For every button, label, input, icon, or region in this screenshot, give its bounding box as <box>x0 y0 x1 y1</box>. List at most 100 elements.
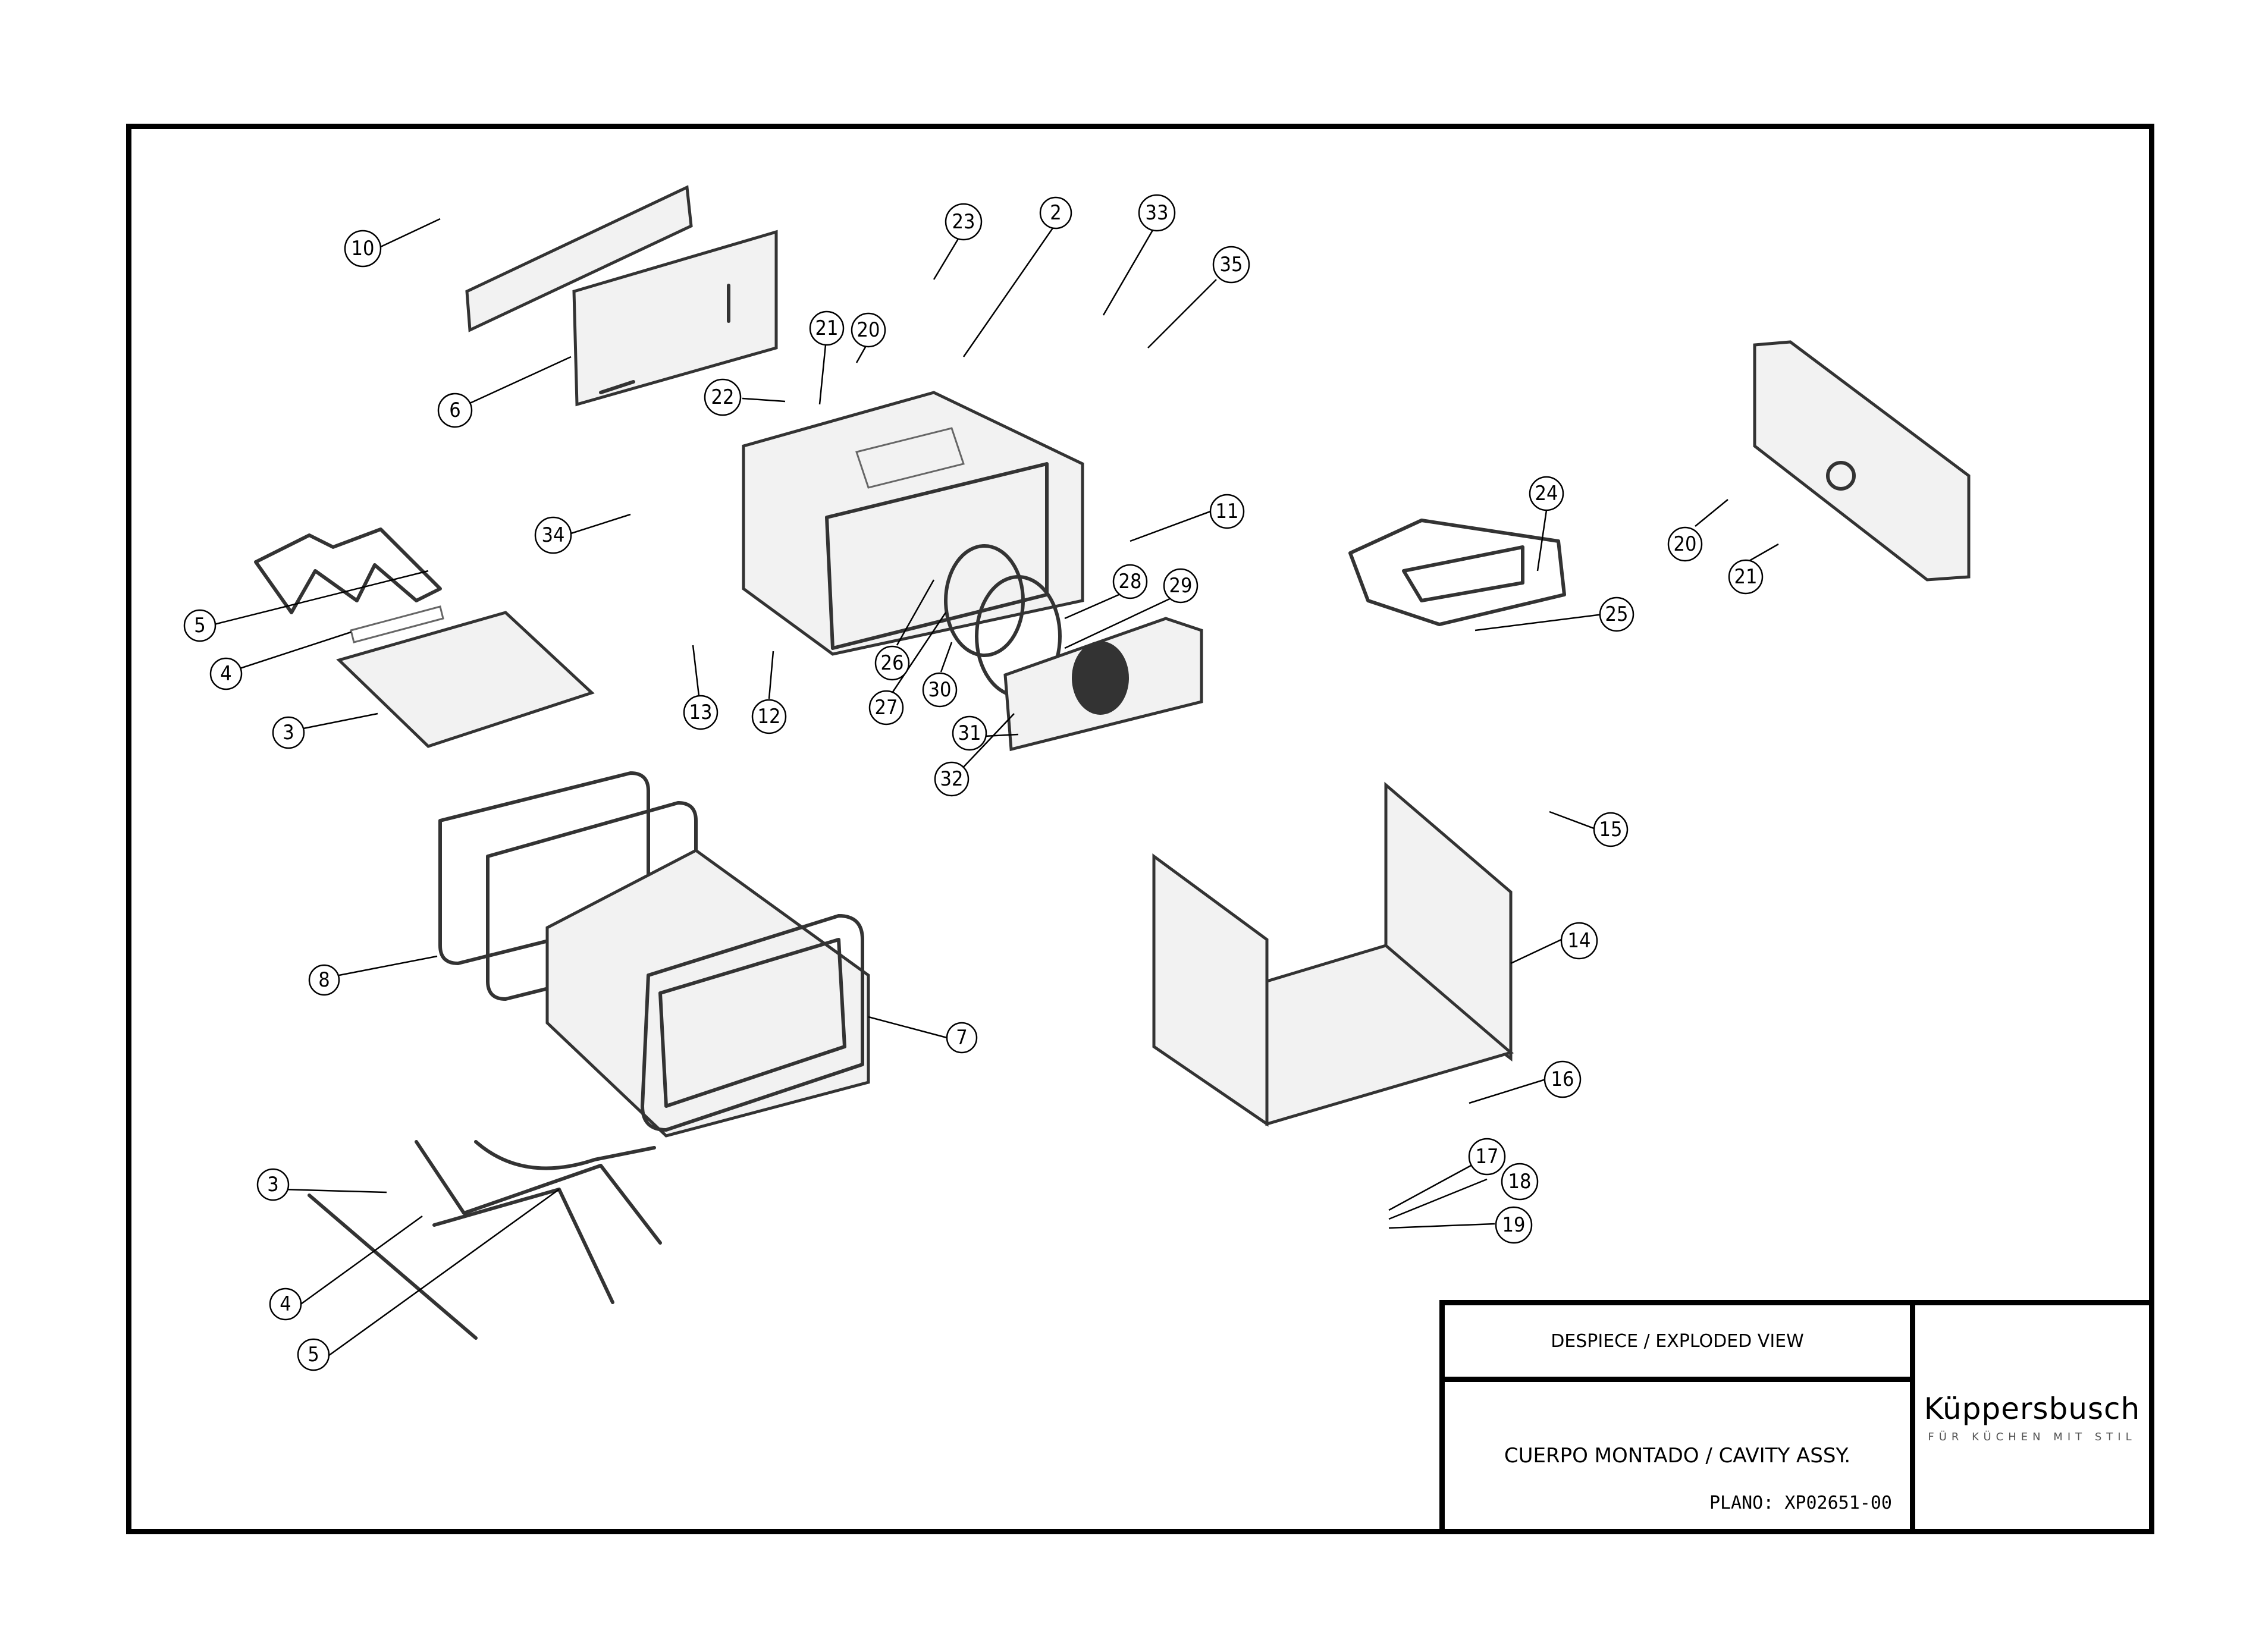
svg-text:4: 4 <box>220 662 231 686</box>
svg-text:28: 28 <box>1119 570 1142 593</box>
callout-27[interactable]: 27 <box>868 690 904 726</box>
svg-text:8: 8 <box>318 968 330 992</box>
callout-7[interactable]: 7 <box>946 1022 978 1054</box>
callout-4-lower[interactable]: 4 <box>269 1287 302 1321</box>
brand-tagline: FÜR KÜCHEN MIT STIL <box>1928 1430 2136 1443</box>
svg-text:6: 6 <box>449 398 460 422</box>
svg-text:29: 29 <box>1169 574 1193 598</box>
svg-text:33: 33 <box>1146 201 1169 225</box>
callout-35[interactable]: 35 <box>1212 246 1250 284</box>
callout-2[interactable]: 2 <box>1039 196 1072 230</box>
plano-label: PLANO: <box>1709 1493 1774 1513</box>
svg-text:27: 27 <box>875 696 898 720</box>
svg-text:5: 5 <box>308 1343 319 1367</box>
svg-text:12: 12 <box>758 705 781 728</box>
callout-21[interactable]: 21 <box>809 310 845 346</box>
svg-text:16: 16 <box>1551 1067 1574 1091</box>
svg-text:25: 25 <box>1605 602 1629 626</box>
callout-3[interactable]: 3 <box>272 716 305 749</box>
leader-lines <box>214 218 1779 1360</box>
svg-text:4: 4 <box>280 1292 291 1316</box>
outer-casing <box>545 849 870 1138</box>
svg-text:21: 21 <box>1734 565 1758 589</box>
callout-34[interactable]: 34 <box>534 516 572 554</box>
callout-14[interactable]: 14 <box>1560 922 1598 960</box>
svg-text:11: 11 <box>1216 500 1239 523</box>
callout-5-lower[interactable]: 5 <box>297 1338 330 1371</box>
callout-15[interactable]: 15 <box>1593 812 1629 847</box>
svg-text:31: 31 <box>958 721 981 745</box>
callout-31[interactable]: 31 <box>952 715 987 751</box>
svg-text:32: 32 <box>940 767 964 791</box>
callout-29[interactable]: 29 <box>1163 568 1199 604</box>
callout-17[interactable]: 17 <box>1468 1138 1506 1176</box>
svg-text:22: 22 <box>711 385 735 409</box>
callout-24[interactable]: 24 <box>1529 476 1564 511</box>
svg-text:20: 20 <box>857 318 880 342</box>
svg-text:21: 21 <box>815 316 839 340</box>
front-panel-glass <box>572 230 778 407</box>
brand-logo: Küppersbusch <box>1924 1391 2141 1426</box>
svg-text:24: 24 <box>1535 482 1558 505</box>
callout-25[interactable]: 25 <box>1599 596 1634 632</box>
brand-logo-cell: Küppersbusch FÜR KÜCHEN MIT STIL <box>1910 1300 2154 1534</box>
callout-16[interactable]: 16 <box>1543 1060 1582 1098</box>
callout-20[interactable]: 20 <box>851 312 886 348</box>
callout-5[interactable]: 5 <box>183 609 217 642</box>
callout-22[interactable]: 22 <box>704 378 742 416</box>
callout-20-right[interactable]: 20 <box>1667 526 1703 562</box>
plano-number: XP02651-00 <box>1784 1493 1892 1513</box>
svg-text:19: 19 <box>1502 1213 1526 1237</box>
heater-cover-plate <box>336 605 595 748</box>
svg-text:34: 34 <box>542 523 565 547</box>
rear-control-panel <box>1753 340 1971 582</box>
svg-text:5: 5 <box>194 614 205 637</box>
svg-text:14: 14 <box>1568 929 1591 953</box>
callout-13[interactable]: 13 <box>683 695 719 730</box>
svg-text:3: 3 <box>283 721 294 745</box>
callout-11[interactable]: 11 <box>1209 494 1245 529</box>
title-block: DESPIECE / EXPLODED VIEW CUERPO MONTADO … <box>1439 1300 2154 1534</box>
callout-10[interactable]: 10 <box>344 230 382 268</box>
grill-element <box>1348 519 1566 626</box>
drawing-frame <box>126 124 2154 1534</box>
callout-26[interactable]: 26 <box>874 645 910 681</box>
callout-32[interactable]: 32 <box>934 761 970 797</box>
svg-text:26: 26 <box>881 651 904 675</box>
callout-33[interactable]: 33 <box>1138 194 1176 232</box>
callout-6[interactable]: 6 <box>437 392 473 428</box>
callout-30[interactable]: 30 <box>922 672 958 708</box>
assembly-title: CUERPO MONTADO / CAVITY ASSY. <box>1504 1443 1851 1468</box>
callout-3-lower[interactable]: 3 <box>256 1168 290 1201</box>
svg-text:10: 10 <box>352 237 375 260</box>
callout-28[interactable]: 28 <box>1112 564 1148 599</box>
plano-number-row: PLANO: XP02651-00 <box>1709 1493 1892 1513</box>
svg-text:3: 3 <box>267 1173 278 1196</box>
svg-text:13: 13 <box>689 701 713 724</box>
control-panel-board <box>465 185 693 332</box>
fan-cover <box>1003 617 1203 752</box>
svg-text:2: 2 <box>1050 201 1061 225</box>
svg-text:30: 30 <box>928 678 952 702</box>
top-heating-element <box>254 527 442 614</box>
callout-23[interactable]: 23 <box>945 203 983 241</box>
svg-text:20: 20 <box>1674 532 1697 556</box>
callout-8[interactable]: 8 <box>308 964 340 996</box>
callout-19[interactable]: 19 <box>1495 1206 1533 1244</box>
callout-4[interactable]: 4 <box>209 657 243 690</box>
callout-18[interactable]: 18 <box>1501 1163 1539 1201</box>
callout-12[interactable]: 12 <box>751 699 787 734</box>
view-title: DESPIECE / EXPLODED VIEW <box>1551 1330 1804 1352</box>
callout-21-right[interactable]: 21 <box>1728 559 1764 595</box>
svg-text:17: 17 <box>1476 1145 1499 1169</box>
svg-text:7: 7 <box>956 1026 967 1050</box>
view-title-cell: DESPIECE / EXPLODED VIEW <box>1439 1300 1915 1382</box>
svg-text:15: 15 <box>1599 818 1623 841</box>
assembly-title-cell: CUERPO MONTADO / CAVITY ASSY. PLANO: XP0… <box>1439 1377 1915 1534</box>
svg-text:23: 23 <box>952 210 975 234</box>
svg-text:35: 35 <box>1220 253 1243 277</box>
lower-heater-detail <box>308 1140 662 1340</box>
oven-cavity <box>742 391 1084 656</box>
outer-chassis <box>1152 781 1514 1127</box>
